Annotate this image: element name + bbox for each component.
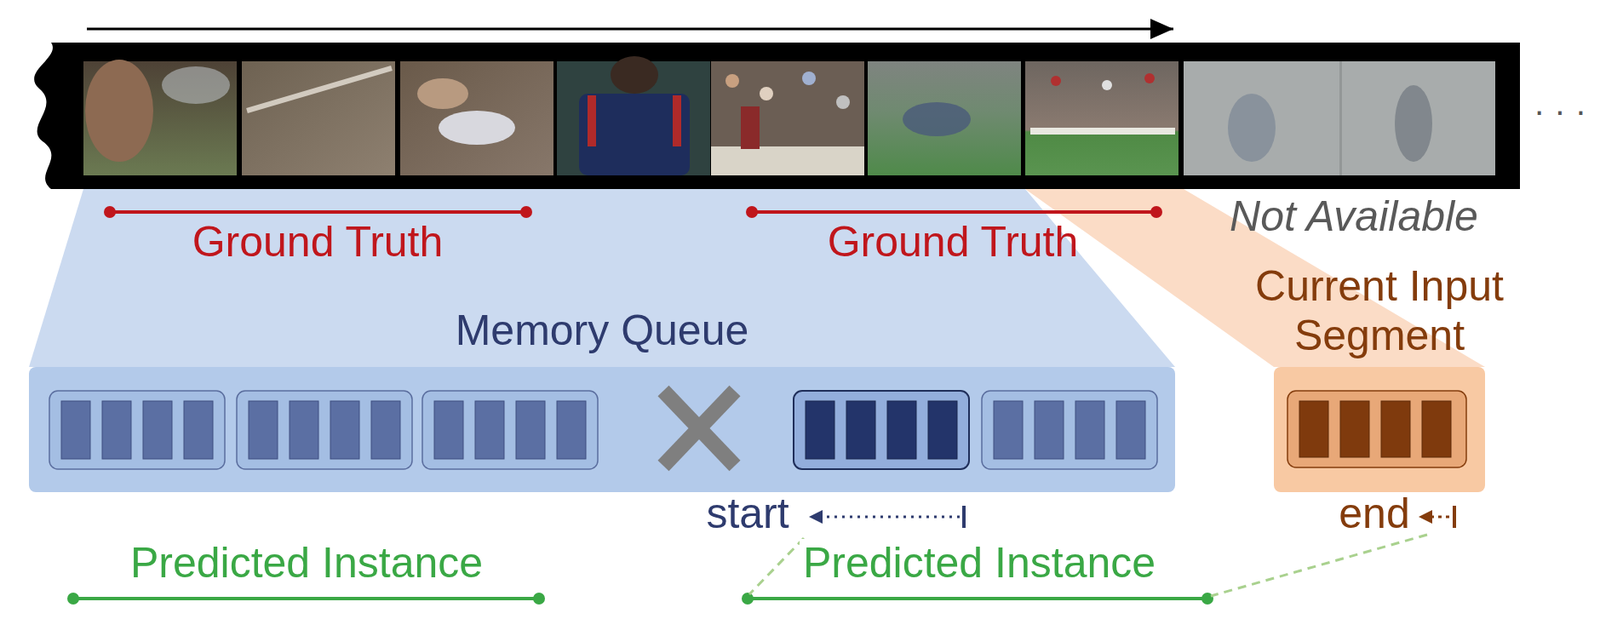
memory-queue-band: Memory Queue bbox=[28, 367, 1176, 493]
frame-detail bbox=[1050, 75, 1061, 87]
feature-bar bbox=[846, 401, 876, 459]
video-frame bbox=[1025, 61, 1179, 176]
feature-bar bbox=[475, 401, 505, 459]
video-frame bbox=[711, 61, 865, 176]
prediction-bar bbox=[67, 592, 545, 605]
frame-detail bbox=[438, 110, 516, 145]
feature-bar bbox=[1299, 401, 1329, 458]
ground-truth-bar bbox=[103, 206, 533, 218]
feature-bar bbox=[556, 401, 586, 459]
film-strip bbox=[34, 42, 1520, 190]
feature-bar bbox=[434, 401, 464, 459]
segment-box bbox=[236, 390, 413, 470]
feature-bar bbox=[1116, 401, 1146, 459]
feature-bar bbox=[1381, 401, 1411, 458]
dropped-mark bbox=[663, 390, 735, 466]
frame-detail bbox=[579, 93, 690, 176]
feature-bar bbox=[1422, 401, 1451, 458]
start-label: start bbox=[705, 489, 789, 540]
band-decoration bbox=[1273, 367, 1486, 493]
feature-bar bbox=[143, 401, 173, 459]
frame-detail bbox=[85, 59, 154, 162]
ground-truth-label: Ground Truth bbox=[827, 217, 1079, 268]
feature-bar bbox=[1034, 401, 1064, 459]
start-arrow bbox=[808, 505, 964, 528]
memory-projection bbox=[28, 189, 1176, 368]
feature-bar bbox=[61, 401, 91, 459]
frame-detail bbox=[587, 95, 597, 147]
end-arrow bbox=[1418, 505, 1455, 528]
frame-detail bbox=[836, 95, 850, 109]
frame-detail bbox=[672, 95, 682, 147]
feature-bar bbox=[1075, 401, 1105, 459]
video-frame bbox=[1183, 61, 1496, 176]
unavailable-label: Not Available bbox=[1229, 192, 1479, 242]
segment-box bbox=[981, 390, 1158, 470]
band-decoration bbox=[28, 367, 1176, 493]
prediction-label: Predicted Instance bbox=[130, 539, 483, 589]
frame-detail bbox=[802, 71, 816, 86]
video-frame bbox=[241, 61, 396, 176]
feature-bar bbox=[330, 401, 360, 459]
ground-truth-bar bbox=[745, 206, 1163, 218]
video-frames bbox=[83, 56, 1496, 176]
segment-box-outline bbox=[793, 390, 970, 470]
ellipsis-label: · · · bbox=[1533, 91, 1587, 131]
segment-box bbox=[793, 390, 970, 470]
feature-bar bbox=[371, 401, 401, 459]
segment-box-outline bbox=[981, 390, 1158, 470]
frame-detail bbox=[902, 102, 971, 137]
band-heading: Current Input Segment bbox=[1226, 262, 1533, 361]
feature-bar bbox=[1340, 401, 1370, 458]
frame-detail bbox=[610, 56, 659, 94]
prediction-label: Predicted Instance bbox=[799, 539, 1159, 589]
feature-bar bbox=[993, 401, 1023, 459]
input-segment-band: Current Input Segment bbox=[1273, 367, 1486, 493]
band-heading: Memory Queue bbox=[303, 306, 901, 356]
segment-box bbox=[1287, 390, 1467, 468]
segment-box-outline bbox=[422, 390, 598, 470]
frame-detail bbox=[161, 66, 230, 104]
ground-truth-label: Ground Truth bbox=[192, 217, 444, 268]
feature-bar bbox=[887, 401, 917, 459]
feature-bar bbox=[928, 401, 958, 459]
video-frame bbox=[867, 61, 1021, 176]
segment-box-outline bbox=[49, 390, 225, 470]
feature-bar bbox=[248, 401, 278, 459]
frame-detail bbox=[246, 68, 392, 111]
feature-bar bbox=[183, 401, 213, 459]
frame-detail bbox=[1101, 80, 1113, 91]
prediction-bar bbox=[741, 592, 1214, 605]
leader-line bbox=[1210, 534, 1428, 597]
time-arrow bbox=[86, 28, 1174, 31]
frame-detail bbox=[740, 106, 760, 150]
unavailable-overlay bbox=[1183, 61, 1496, 176]
frame-detail bbox=[711, 146, 865, 176]
segment-box-outline bbox=[236, 390, 413, 470]
feature-bar bbox=[289, 401, 319, 459]
feature-bar bbox=[102, 401, 132, 459]
frame-detail bbox=[1030, 127, 1176, 135]
leader-line bbox=[749, 538, 804, 595]
feature-bar bbox=[805, 401, 835, 459]
frame-detail bbox=[759, 86, 774, 101]
frame-detail bbox=[1144, 73, 1155, 84]
frame-detail bbox=[417, 78, 469, 109]
segment-box bbox=[422, 390, 598, 470]
frame-detail bbox=[725, 74, 740, 88]
segment-box bbox=[49, 390, 225, 470]
end-label: end bbox=[1338, 489, 1410, 540]
segment-box-outline bbox=[1287, 390, 1467, 468]
video-frame bbox=[400, 61, 554, 176]
feature-bar bbox=[516, 401, 545, 459]
dropped-mark bbox=[663, 390, 735, 466]
